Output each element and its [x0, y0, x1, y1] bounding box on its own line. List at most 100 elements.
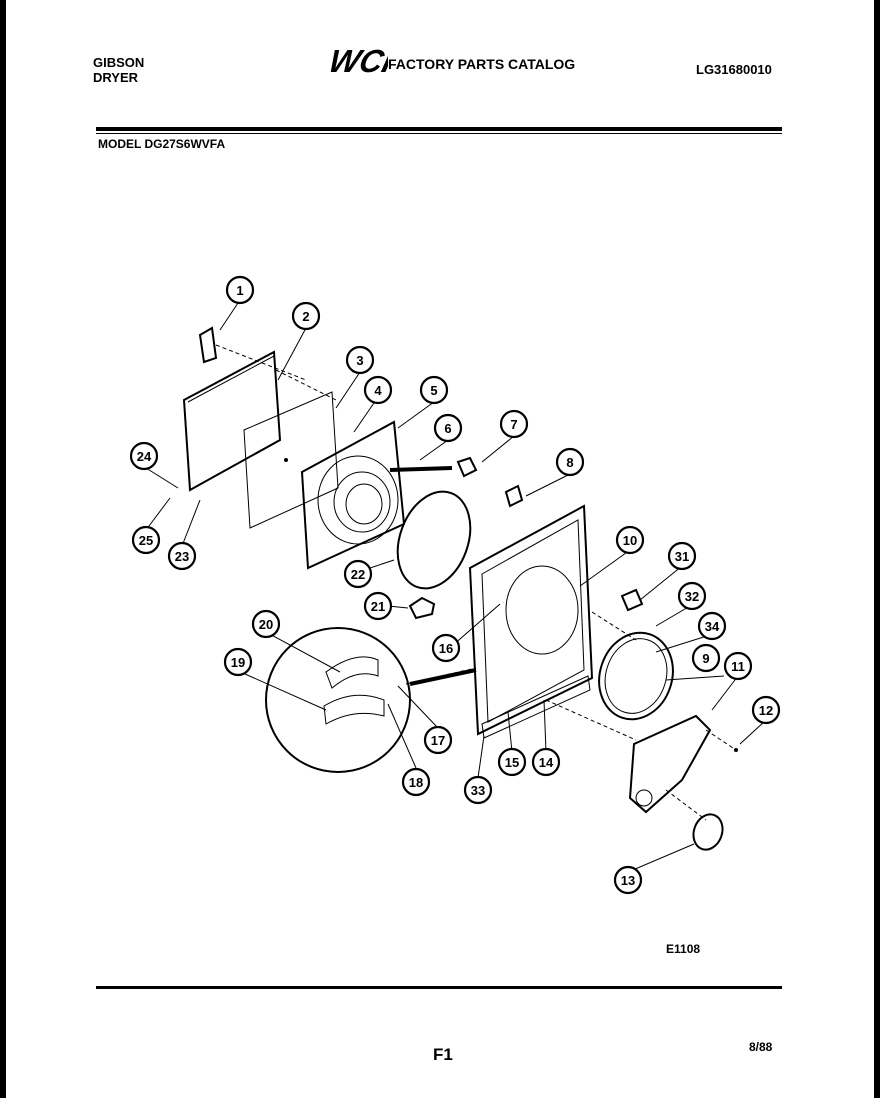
callout-3: 3: [345, 345, 375, 375]
detail-clip: [325, 656, 379, 689]
callout-32: 32: [677, 581, 707, 611]
brand-name: GIBSON: [93, 55, 145, 70]
door-bowl-inner: [333, 471, 391, 533]
callout-label: 23: [175, 549, 189, 564]
figure-code: E1108: [666, 942, 701, 956]
callout-20: 20: [251, 609, 281, 639]
callout-8: 8: [555, 447, 585, 477]
callout-label: 24: [137, 449, 152, 464]
product-type: DRYER: [93, 70, 139, 85]
callout-14: 14: [531, 747, 561, 777]
header-rule: [96, 127, 782, 131]
callout-34: 34: [697, 611, 727, 641]
door-opening: [505, 565, 579, 655]
door-bowl: [317, 455, 399, 545]
callout-13: 13: [613, 865, 643, 895]
callout-19: 19: [223, 647, 253, 677]
door-outer-panel: [182, 350, 282, 492]
callout-24: 24: [129, 441, 159, 471]
callout-10: 10: [615, 525, 645, 555]
callout-18: 18: [401, 767, 431, 797]
callout-label: 5: [430, 383, 437, 398]
callout-label: 17: [431, 733, 445, 748]
callout-11: 11: [723, 651, 753, 681]
footer-rule: [96, 986, 782, 989]
callout-25: 25: [131, 525, 161, 555]
leader-9: [591, 611, 637, 641]
door-seal-ring: [396, 490, 472, 590]
callout-label: 18: [409, 775, 423, 790]
callout-label: 15: [505, 755, 519, 770]
callout-7: 7: [499, 409, 529, 439]
callout-label: 2: [302, 309, 309, 324]
callout-15: 15: [497, 747, 527, 777]
parts-sheet: GIBSON DRYER WCI FACTORY PARTS CATALOG L…: [6, 0, 874, 1098]
catalog-title: FACTORY PARTS CATALOG: [388, 56, 576, 72]
leader-13: [665, 789, 707, 821]
callout-label: 7: [510, 417, 517, 432]
callout-label: 20: [259, 617, 273, 632]
model-number: MODEL DG27S6WVFA: [98, 137, 226, 151]
callout-5: 5: [419, 375, 449, 405]
bracket-hole: [635, 789, 653, 807]
callout-label: 10: [623, 533, 637, 548]
callout-label: 11: [731, 659, 745, 674]
callout-9: 9: [691, 643, 721, 673]
handle-part: [198, 326, 218, 364]
latch-strike: [408, 596, 436, 620]
callout-31: 31: [667, 541, 697, 571]
callout-1: 1: [225, 275, 255, 305]
callout-22: 22: [343, 559, 373, 589]
callout-33: 33: [463, 775, 493, 805]
front-panel: [468, 504, 594, 736]
callout-label: 31: [675, 549, 689, 564]
gasket-ring: [598, 631, 674, 721]
callout-16: 16: [431, 633, 461, 663]
callout-label: 12: [759, 703, 773, 718]
callout-21: 21: [363, 591, 393, 621]
callout-label: 6: [444, 421, 451, 436]
callout-label: 13: [621, 873, 635, 888]
callout-label: 32: [685, 589, 699, 604]
leader-detail-bar: [409, 668, 477, 686]
connector-line: [389, 466, 453, 472]
hinge-part: [456, 456, 478, 478]
bearing-ring: [692, 813, 724, 851]
callout-label: 8: [566, 455, 573, 470]
leader-14: [545, 699, 637, 741]
callout-17: 17: [423, 725, 453, 755]
door-outer-panel-edge: [187, 355, 275, 403]
leader-1: [215, 344, 307, 381]
callout-6: 6: [433, 413, 463, 443]
callout-4: 4: [363, 375, 393, 405]
callout-label: 16: [439, 641, 453, 656]
callout-label: 19: [231, 655, 245, 670]
gasket-ring-inner: [604, 638, 668, 714]
front-panel-lip: [481, 675, 591, 739]
callout-23: 23: [167, 541, 197, 571]
callout-label: 14: [539, 755, 554, 770]
exploded-diagram: [145, 299, 767, 873]
catalog-code: LG31680010: [696, 62, 772, 77]
callout-label: 34: [705, 619, 720, 634]
detail-spring: [323, 694, 385, 725]
date-code: 8/88: [749, 1040, 773, 1054]
callout-label: 9: [702, 651, 709, 666]
callout-label: 3: [356, 353, 363, 368]
door-bowl-core: [345, 483, 383, 525]
liner-screw: [284, 458, 288, 462]
callout-layer: 1 2 3 4 5 6 7 8 24 25 23 10 31 32 34 9 1…: [129, 275, 781, 895]
cap-part: [620, 588, 644, 612]
callout-label: 33: [471, 783, 485, 798]
door-liner-sheet: [243, 391, 339, 529]
brand-block: GIBSON DRYER: [93, 55, 144, 85]
callout-label: 4: [374, 383, 382, 398]
wci-logo: WCI: [325, 44, 388, 78]
callout-2: 2: [291, 301, 321, 331]
bearing-bracket: [628, 714, 712, 814]
callout-label: 22: [351, 567, 365, 582]
callout-label: 21: [371, 599, 385, 614]
leader-12: [705, 729, 737, 751]
catch-part: [504, 484, 524, 508]
callout-leaders: [145, 299, 767, 873]
